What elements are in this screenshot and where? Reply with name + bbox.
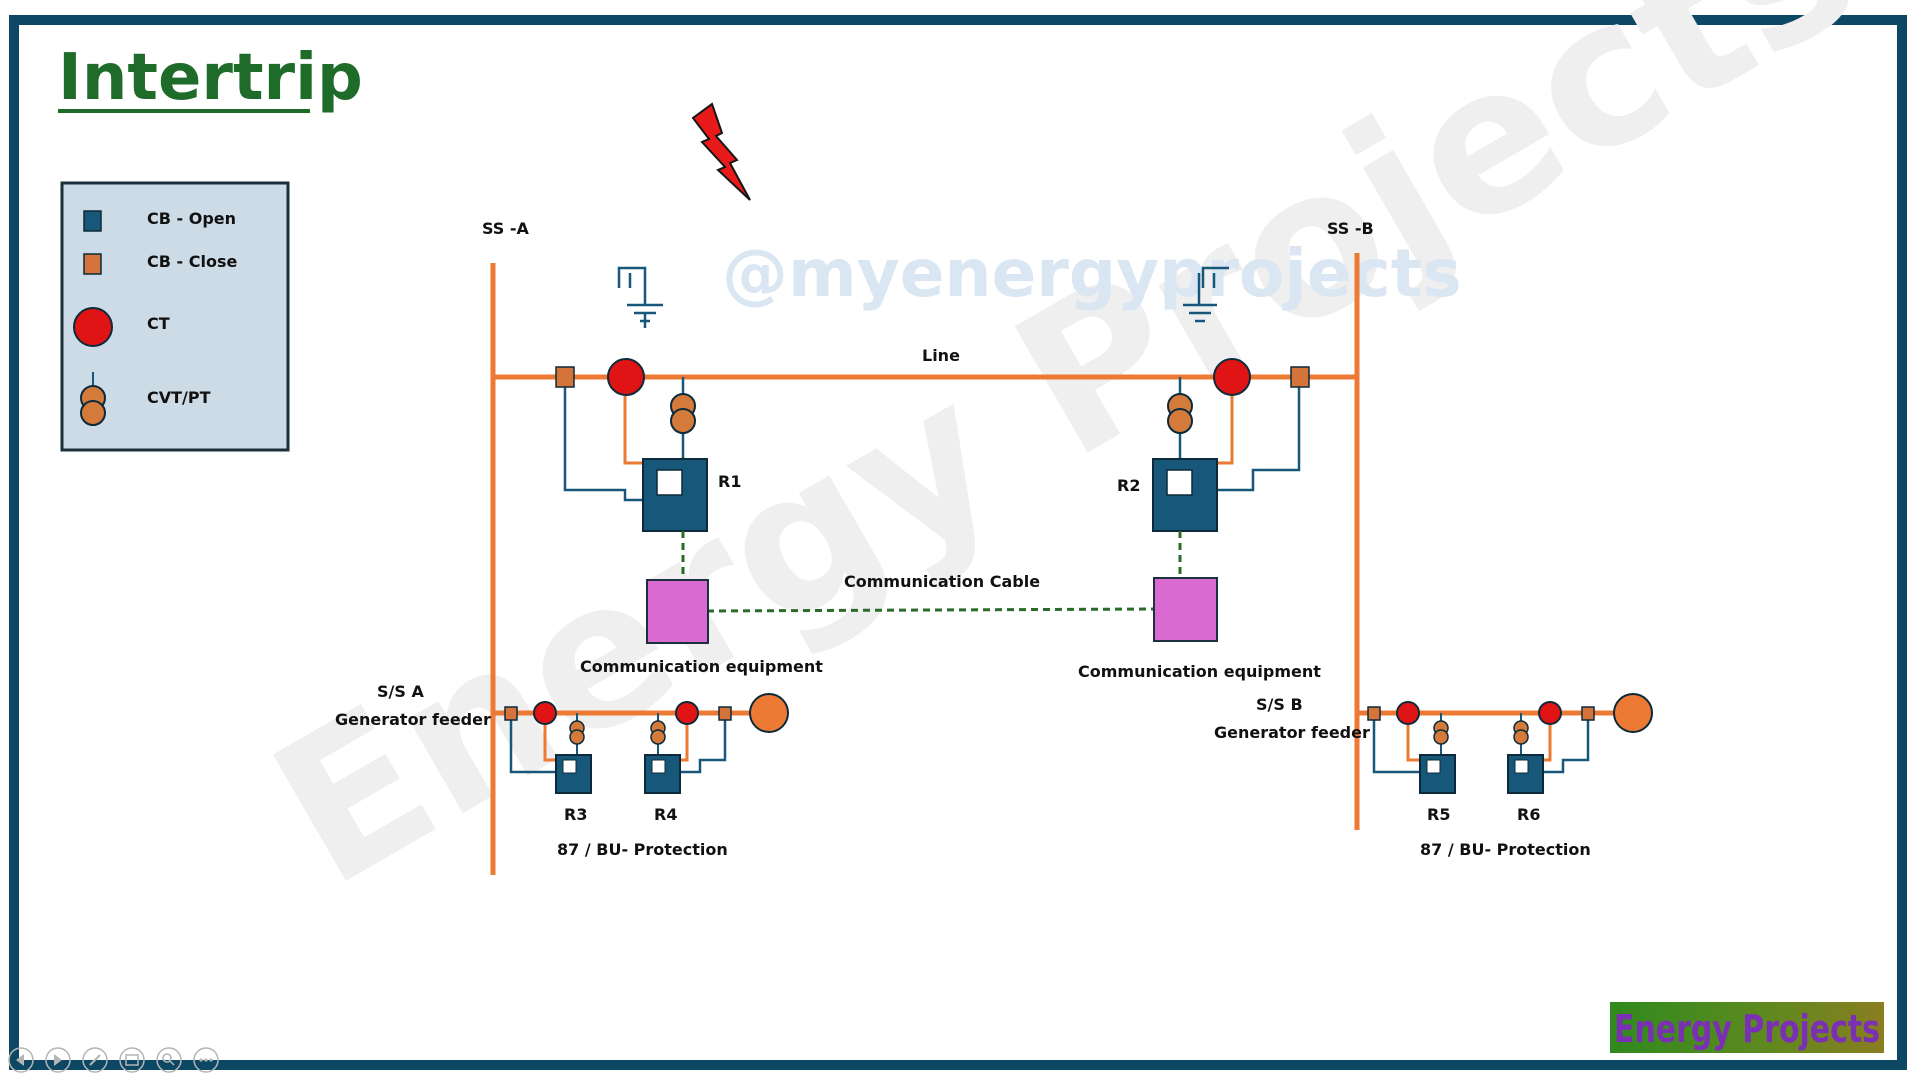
- ct-r5: [1396, 701, 1420, 725]
- prev-icon: [16, 1054, 24, 1066]
- cb-b-trip-wire: [1217, 386, 1301, 492]
- relay-r2-label: R2: [1117, 476, 1140, 495]
- generator-feeder-a: S/S A Generator feeder R3 R4 87 / BU- Pr…: [335, 682, 789, 859]
- legend-cb-close-label: CB - Close: [147, 252, 237, 271]
- cb-a-trip-wire: [563, 386, 643, 502]
- ct-r6: [1538, 701, 1562, 725]
- cvt-b-lower: [1167, 408, 1193, 434]
- cvt-r3-lower: [569, 729, 585, 745]
- relay-r1-window: [656, 469, 683, 496]
- comm-equipment-b-label: Communication equipment: [1078, 662, 1321, 681]
- relay-r6-window: [1514, 759, 1529, 774]
- ct-r3: [533, 701, 557, 725]
- relay-r4-label: R4: [654, 805, 677, 824]
- presenter-controls[interactable]: [8, 1047, 219, 1073]
- generator-a-icon: [749, 693, 789, 733]
- more-options-button[interactable]: [193, 1047, 219, 1073]
- legend-cb-open-icon: [83, 210, 102, 232]
- magnifier-icon: [162, 1053, 172, 1063]
- slides-grid-icon: [125, 1054, 139, 1066]
- comm-equipment-b: [1153, 577, 1218, 642]
- ss-b-gen-label: S/S B: [1256, 695, 1303, 714]
- brand-logo: Energy Projects: [1610, 1002, 1884, 1053]
- more-dots-icon: [199, 1058, 203, 1062]
- slide-frame: [9, 15, 1907, 1070]
- ss-b-gen-feeder-label: Generator feeder: [1214, 723, 1370, 742]
- ss-a-gen-label: S/S A: [377, 682, 424, 701]
- brand-logo-text: Energy Projects: [1614, 1007, 1880, 1051]
- relay-r2-window: [1166, 469, 1193, 496]
- cb-r6-closed: [1581, 706, 1595, 721]
- ct-a-wire: [623, 392, 643, 465]
- cvt-r6-lower: [1513, 729, 1529, 745]
- ct-r4: [675, 701, 699, 725]
- ss-a-label: SS -A: [482, 219, 530, 238]
- page-title: Intertrip: [58, 41, 363, 115]
- earth-switch-b-icon: [1183, 266, 1229, 323]
- relay-r6-label: R6: [1517, 805, 1540, 824]
- comm-equipment-a-label: Communication equipment: [580, 657, 823, 676]
- protection-a-label: 87 / BU- Protection: [557, 840, 728, 859]
- earth-switch-a-icon: [617, 266, 663, 328]
- comm-equipment-a: [646, 579, 709, 644]
- brand-logo-bg: [1610, 1002, 1884, 1053]
- ct-b: [1213, 358, 1251, 396]
- line-bay-b: R2: [1117, 358, 1310, 532]
- communication-cable-label: Communication Cable: [844, 572, 1040, 591]
- cvt-r4-lower: [650, 729, 666, 745]
- previous-slide-button[interactable]: [8, 1047, 34, 1073]
- ct-a: [607, 358, 645, 396]
- ct-b-wire: [1217, 392, 1234, 465]
- fault-lightning-icon: [691, 102, 751, 201]
- relay-r5-label: R5: [1427, 805, 1450, 824]
- cvt-a-lower: [670, 408, 696, 434]
- cb-r4-closed: [718, 706, 732, 721]
- cvt-r5-lower: [1433, 729, 1449, 745]
- relay-r3: [555, 754, 592, 794]
- legend-cb-open-label: CB - Open: [147, 209, 236, 228]
- communication-cable: [706, 607, 1154, 613]
- legend: CB - Open CB - Close CT CVT/PT: [60, 181, 290, 452]
- relay-r3-label: R3: [564, 805, 587, 824]
- ss-a-gen-feeder-label: Generator feeder: [335, 710, 491, 729]
- ss-b-label: SS -B: [1327, 219, 1374, 238]
- generator-feeder-b: S/S B Generator feeder R5 R6 87 / BU- Pr…: [1214, 693, 1653, 859]
- pen-icon: [89, 1054, 101, 1066]
- legend-cvt-icon: [80, 372, 106, 426]
- pen-tool-button[interactable]: [82, 1047, 108, 1073]
- next-icon: [54, 1054, 62, 1066]
- next-slide-button[interactable]: [45, 1047, 71, 1073]
- legend-cvt-label: CVT/PT: [147, 388, 211, 407]
- relay-r4-window: [651, 759, 666, 774]
- relay-r5-window: [1426, 759, 1441, 774]
- zoom-button[interactable]: [156, 1047, 182, 1073]
- cb-a-closed: [555, 366, 575, 388]
- legend-ct-icon: [73, 307, 113, 347]
- cb-r5-closed: [1367, 706, 1381, 721]
- line-label: Line: [922, 346, 960, 365]
- relay-r3-window: [562, 759, 577, 774]
- legend-cb-close-icon: [83, 253, 102, 275]
- relay-r1-label: R1: [718, 472, 741, 491]
- legend-ct-label: CT: [147, 314, 170, 333]
- see-all-slides-button[interactable]: [119, 1047, 145, 1073]
- cb-b-closed: [1290, 366, 1310, 388]
- generator-b-icon: [1613, 693, 1653, 733]
- cb-r3-closed: [504, 706, 518, 721]
- protection-b-label: 87 / BU- Protection: [1420, 840, 1591, 859]
- watermark-handle: @myenergyprojects: [722, 235, 1462, 312]
- line-bay-a: R1: [555, 358, 741, 532]
